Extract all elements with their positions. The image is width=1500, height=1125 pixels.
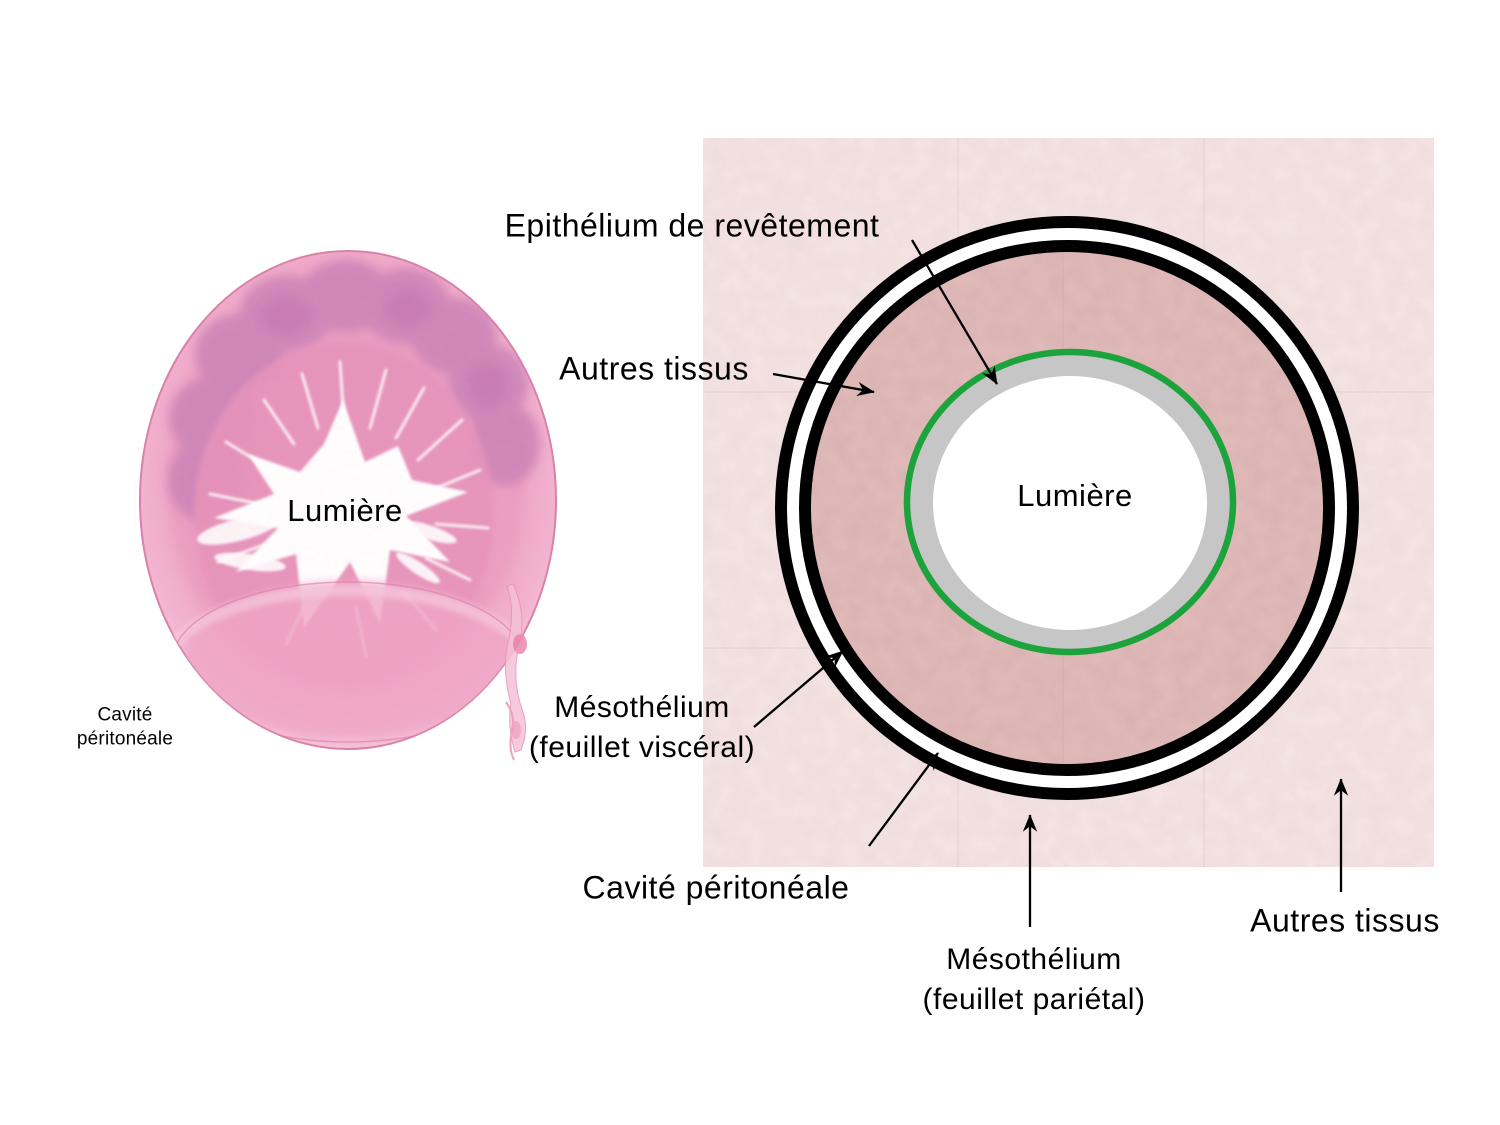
histology-inner-detail (140, 251, 556, 749)
histology-fragments (504, 583, 527, 761)
mesothelium-visceral-label-line2: (feuillet viscéral) (528, 731, 756, 764)
epithelium-label: Epithélium de revêtement (504, 207, 880, 244)
mesothelium-parietal-label: Mésothélium (feuillet pariétal) (923, 940, 1146, 1020)
mesothelium-visceral-label: Mésothélium (feuillet viscéral) (529, 688, 755, 768)
autres-tissus-left-label: Autres tissus (559, 350, 749, 387)
arrow-epithelium (911, 239, 998, 385)
histology-cavity-label-line2: péritonéale (76, 728, 174, 749)
histology-cavity-label-line1: Cavité (97, 704, 153, 726)
cavite-peritoneale-label: Cavité péritonéale (582, 869, 850, 906)
histology-micrograph (139, 250, 557, 761)
autres-tissus-right-label: Autres tissus (1250, 902, 1440, 939)
schematic-lumen-label: Lumière (1017, 478, 1133, 513)
arrow-cavite-peritoneale (868, 752, 939, 847)
histology-lumen-label: Lumière (287, 493, 403, 528)
arrow-mesothelium-visceral (753, 650, 844, 728)
schematic-lumen (933, 376, 1207, 630)
arrow-autres-tissus-left (772, 372, 875, 397)
mesothelium-visceral-label-line1: Mésothélium (554, 690, 730, 724)
histology-cavity-label: Cavité péritonéale (77, 703, 173, 751)
mesothelium-parietal-label-line2: (feuillet pariétal) (922, 983, 1146, 1016)
mesothelium-parietal-label-line1: Mésothélium (946, 942, 1122, 976)
green-boundary-ring (903, 348, 1237, 656)
